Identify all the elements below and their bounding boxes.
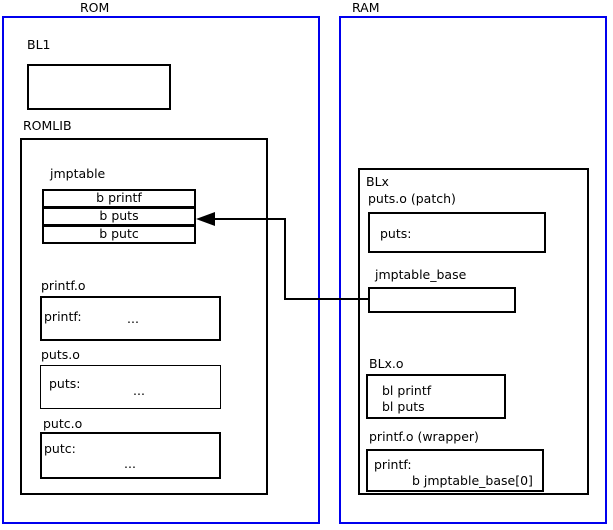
puts-patch-symbol: puts: bbox=[380, 226, 412, 241]
printf-wrapper-symbol: printf: bbox=[374, 457, 412, 472]
puts-o-label: puts.o bbox=[41, 347, 80, 362]
printf-o-box: printf: ... bbox=[40, 296, 221, 341]
romlib-label: ROMLIB bbox=[23, 118, 72, 133]
blx-o-body: bl puts bbox=[382, 399, 425, 414]
putc-o-symbol: putc: bbox=[44, 441, 76, 456]
puts-patch-box: puts: bbox=[368, 212, 546, 253]
bl1-box bbox=[27, 64, 171, 110]
blx-o-box: bl printf bl puts bbox=[366, 374, 506, 419]
jmptable-slot-printf: b printf bbox=[42, 189, 196, 208]
puts-o-body: ... bbox=[133, 383, 145, 398]
jmptable-slot-puts: b puts bbox=[42, 207, 196, 226]
puts-o-box: puts: ... bbox=[40, 365, 221, 409]
rom-region-label: ROM bbox=[80, 0, 110, 15]
jmptable-slot-putc: b putc bbox=[42, 225, 196, 244]
printf-o-body: ... bbox=[127, 311, 139, 326]
printf-o-label: printf.o bbox=[41, 278, 86, 293]
jmptable-label: jmptable bbox=[50, 166, 106, 181]
jmptable-base-box bbox=[368, 287, 516, 313]
blx-o-label: BLx.o bbox=[369, 356, 404, 371]
puts-o-symbol: puts: bbox=[49, 376, 81, 391]
bl1-label: BL1 bbox=[27, 37, 51, 52]
blx-o-symbol: bl printf bbox=[382, 383, 432, 398]
puts-patch-label: puts.o (patch) bbox=[368, 191, 456, 206]
printf-o-symbol: printf: bbox=[44, 309, 82, 324]
printf-wrapper-label: printf.o (wrapper) bbox=[369, 429, 479, 444]
printf-wrapper-box: printf: b jmptable_base[0] bbox=[366, 449, 544, 492]
jmptable-base-label: jmptable_base bbox=[375, 267, 467, 282]
printf-wrapper-body: b jmptable_base[0] bbox=[412, 473, 533, 488]
blx-label: BLx bbox=[366, 174, 389, 189]
putc-o-box: putc: ... bbox=[40, 432, 221, 479]
putc-o-label: putc.o bbox=[43, 416, 83, 431]
putc-o-body: ... bbox=[124, 456, 136, 471]
ram-region-label: RAM bbox=[352, 0, 380, 15]
